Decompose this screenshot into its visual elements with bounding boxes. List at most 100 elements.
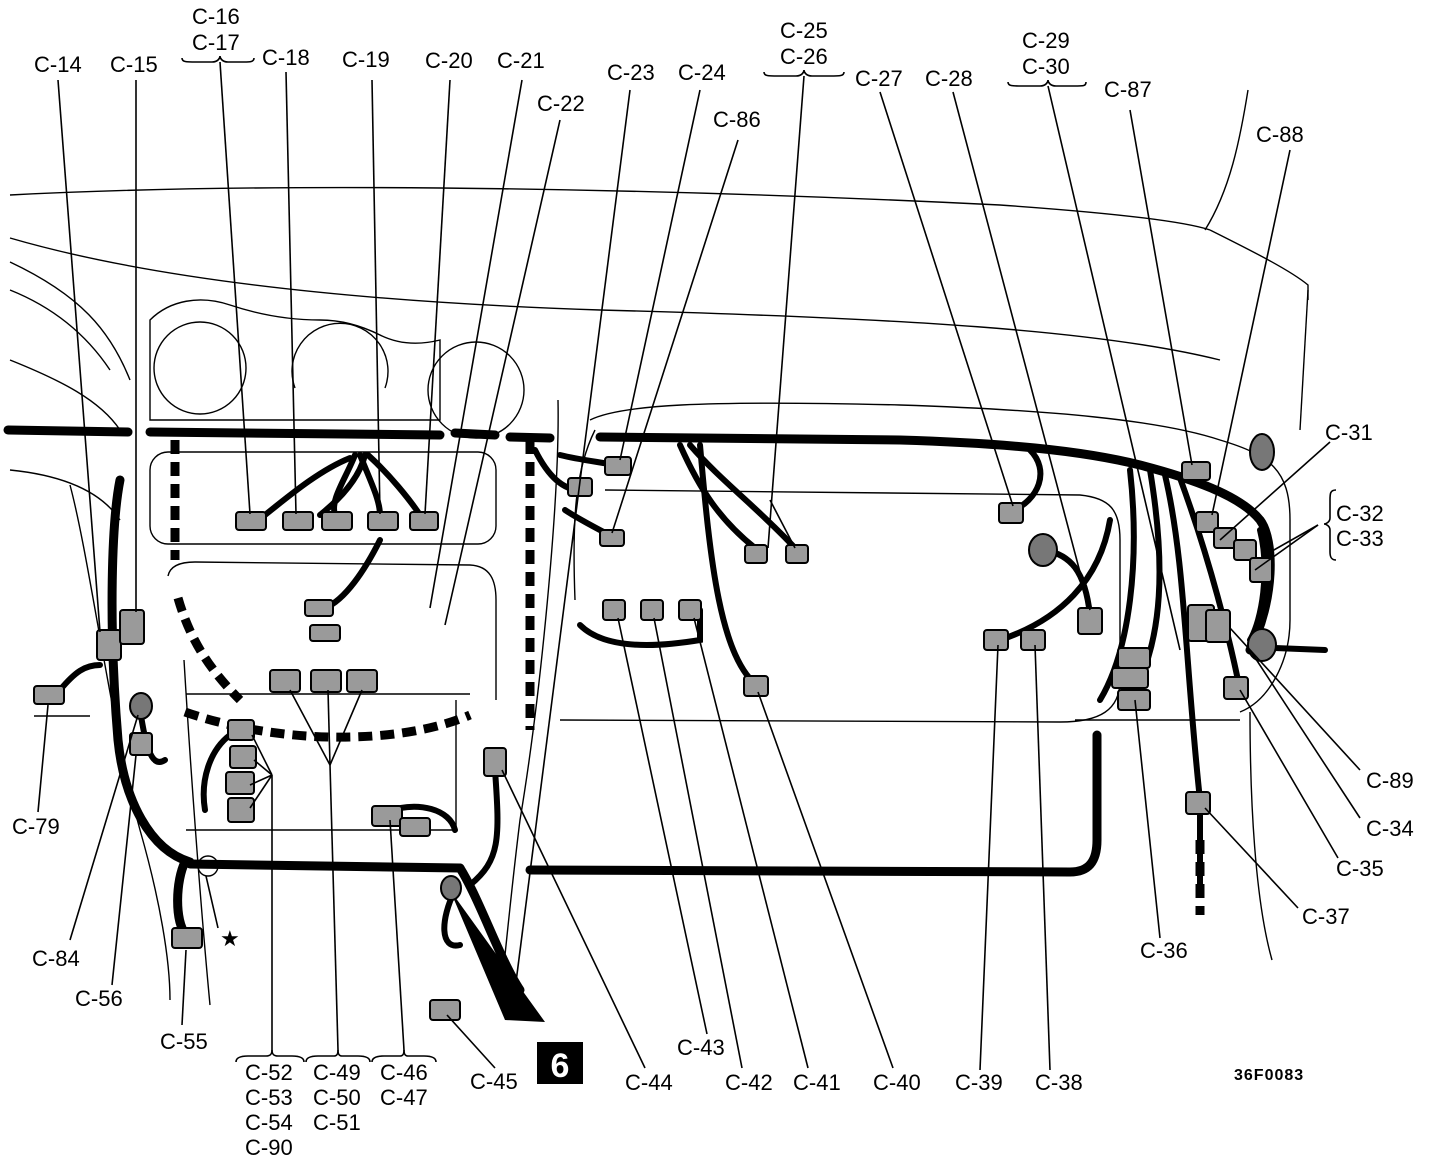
connector-c36-b bbox=[1111, 667, 1149, 689]
connector-c52-a bbox=[227, 719, 255, 741]
label-c16: C-16 bbox=[192, 4, 240, 29]
label-c36: C-36 bbox=[1140, 938, 1188, 963]
connector-c86 bbox=[599, 529, 625, 547]
connector-c89-b bbox=[1205, 609, 1231, 643]
connector-c34-round bbox=[1247, 628, 1277, 662]
label-c28: C-28 bbox=[925, 66, 973, 91]
label-c52: C-52 bbox=[245, 1060, 293, 1085]
label-c29: C-29 bbox=[1022, 28, 1070, 53]
section-number: 6 bbox=[551, 1047, 570, 1085]
label-c47: C-47 bbox=[380, 1085, 428, 1110]
connector-c42-plug bbox=[678, 599, 702, 621]
label-c22: C-22 bbox=[537, 91, 585, 116]
label-c56: C-56 bbox=[75, 986, 123, 1011]
ground-point-circle bbox=[197, 855, 219, 877]
section-badge: 6 bbox=[537, 1042, 583, 1085]
connector-c52-d bbox=[227, 797, 255, 823]
label-c49: C-49 bbox=[313, 1060, 361, 1085]
label-c19: C-19 bbox=[342, 47, 390, 72]
label-c35: C-35 bbox=[1336, 856, 1384, 881]
label-c44: C-44 bbox=[625, 1070, 673, 1095]
label-c43: C-43 bbox=[677, 1035, 725, 1060]
connector-c31 bbox=[1195, 511, 1219, 533]
wire-harness bbox=[3, 425, 1328, 1022]
label-c51: C-51 bbox=[313, 1110, 361, 1135]
connector-c27 bbox=[998, 502, 1024, 524]
label-c87: C-87 bbox=[1104, 77, 1152, 102]
label-c33: C-33 bbox=[1336, 526, 1384, 551]
connector-c36-a bbox=[1117, 647, 1151, 669]
label-c24: C-24 bbox=[678, 60, 726, 85]
connector-c15 bbox=[119, 609, 145, 645]
connector-c21 bbox=[304, 599, 334, 617]
connector-c47 bbox=[399, 817, 431, 837]
connector-c22 bbox=[309, 624, 341, 642]
label-c17: C-17 bbox=[192, 30, 240, 55]
label-c21: C-21 bbox=[497, 48, 545, 73]
connector-c46 bbox=[371, 805, 403, 827]
connector-c45 bbox=[429, 999, 461, 1021]
label-c41: C-41 bbox=[793, 1070, 841, 1095]
connector-c19b bbox=[367, 511, 399, 531]
label-c45: C-45 bbox=[470, 1069, 518, 1094]
label-c18: C-18 bbox=[262, 45, 310, 70]
connector-c79 bbox=[33, 685, 65, 705]
label-c90: C-90 bbox=[245, 1135, 293, 1160]
label-c23: C-23 bbox=[607, 60, 655, 85]
connector-c28-round bbox=[1028, 533, 1058, 567]
connector-c32 bbox=[1233, 539, 1257, 561]
connector-c19 bbox=[321, 511, 353, 531]
connector-c49-c bbox=[346, 669, 378, 693]
label-c50: C-50 bbox=[313, 1085, 361, 1110]
label-c37: C-37 bbox=[1302, 904, 1350, 929]
connector-c14 bbox=[96, 629, 122, 661]
leader-lines bbox=[37, 55, 1361, 1071]
label-c25: C-25 bbox=[780, 18, 828, 43]
connector-c44-plug bbox=[602, 599, 626, 621]
ground-star-icon: ★ bbox=[220, 927, 240, 952]
connector-c40-plug bbox=[743, 675, 769, 697]
connector-c38 bbox=[1020, 629, 1046, 651]
connector-c18 bbox=[282, 511, 314, 531]
connector-c87 bbox=[1181, 461, 1211, 481]
connector-c52-c bbox=[225, 771, 255, 795]
label-c53: C-53 bbox=[245, 1085, 293, 1110]
label-c31: C-31 bbox=[1325, 420, 1373, 445]
label-c54: C-54 bbox=[245, 1110, 293, 1135]
connector-c20 bbox=[409, 511, 439, 531]
label-c46: C-46 bbox=[380, 1060, 428, 1085]
label-c39: C-39 bbox=[955, 1070, 1003, 1095]
label-c55: C-55 bbox=[160, 1029, 208, 1054]
connector-c43-plug bbox=[640, 599, 664, 621]
label-c20: C-20 bbox=[425, 48, 473, 73]
label-c42: C-42 bbox=[725, 1070, 773, 1095]
connector-c55 bbox=[171, 927, 203, 949]
connector-c37 bbox=[1185, 791, 1211, 815]
connector-c56 bbox=[129, 732, 153, 756]
label-c89: C-89 bbox=[1366, 768, 1414, 793]
connector-c35 bbox=[1223, 676, 1249, 700]
connector-c31b bbox=[1213, 527, 1237, 549]
connector-c25 bbox=[744, 544, 768, 564]
label-c38: C-38 bbox=[1035, 1070, 1083, 1095]
label-c15: C-15 bbox=[110, 52, 158, 77]
connector-c29 bbox=[1077, 607, 1103, 635]
label-c88: C-88 bbox=[1256, 122, 1304, 147]
connector-c36-c bbox=[1117, 689, 1151, 711]
label-c40: C-40 bbox=[873, 1070, 921, 1095]
connector-c16-c17 bbox=[235, 511, 267, 531]
figure-code: 36F0083 bbox=[1234, 1067, 1304, 1084]
connector-c23 bbox=[604, 456, 632, 476]
connector-section6-round bbox=[440, 875, 462, 901]
label-c30: C-30 bbox=[1022, 54, 1070, 79]
connector-c88-round bbox=[1249, 433, 1275, 471]
label-c26: C-26 bbox=[780, 44, 828, 69]
connector-c49-a bbox=[269, 669, 301, 693]
label-c14: C-14 bbox=[34, 52, 82, 77]
connector-c44 bbox=[483, 747, 507, 777]
label-c34: C-34 bbox=[1366, 816, 1414, 841]
label-c27: C-27 bbox=[855, 66, 903, 91]
connector-c39 bbox=[983, 629, 1009, 651]
connector-c52-b bbox=[229, 745, 257, 769]
